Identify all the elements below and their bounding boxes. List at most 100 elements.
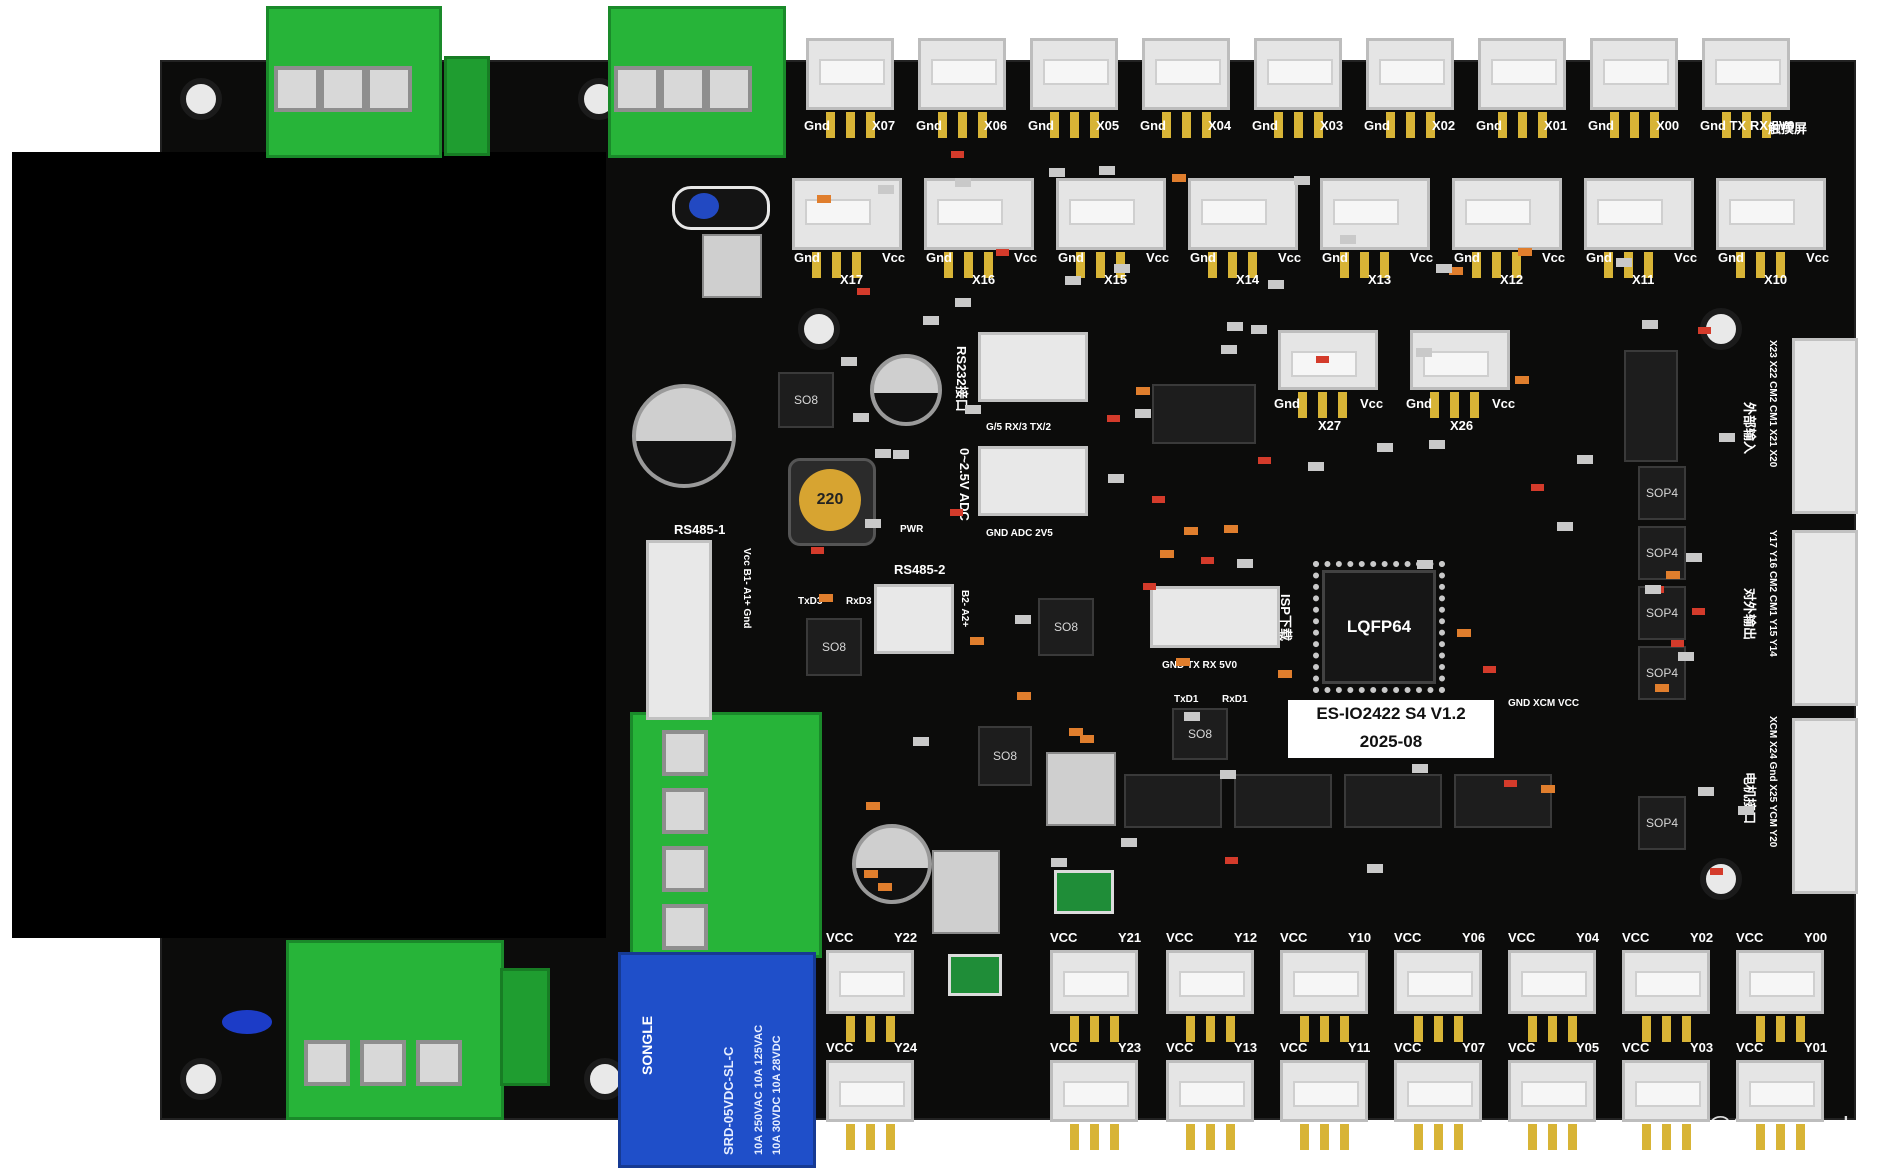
smd-component — [1135, 387, 1150, 396]
smd-component — [1121, 838, 1138, 848]
connector-name-label: X16 — [972, 272, 996, 287]
smd-component — [1316, 356, 1330, 364]
mounting-hole — [1700, 858, 1742, 900]
connector-pin — [1776, 252, 1785, 278]
xcm-label: GND XCM VCC — [1508, 698, 1580, 709]
occluded-region — [12, 152, 606, 938]
relay-model: SRD-05VDC-SL-C — [721, 1046, 736, 1155]
smd-component — [865, 518, 882, 528]
smd-component — [1267, 280, 1284, 290]
output-left-label: VCC — [1736, 930, 1764, 945]
connector-pin — [1300, 1016, 1309, 1042]
connector-left-label: Gnd — [1190, 250, 1216, 265]
smd-component — [1719, 432, 1736, 442]
connector-right-label: Vcc — [1278, 250, 1302, 265]
smd-component — [1015, 614, 1032, 624]
terminal-plug — [500, 968, 550, 1086]
smd-component — [1678, 651, 1695, 661]
connector-left-label: Gnd — [804, 118, 830, 133]
input-connector — [1716, 178, 1826, 250]
output-right-label: Y12 — [1234, 930, 1258, 945]
connector-right-label: Vcc — [1492, 396, 1516, 411]
smd-component — [1220, 345, 1237, 355]
output-left-label: VCC — [1050, 1040, 1078, 1055]
connector-pin — [1434, 1016, 1443, 1042]
smd-component — [1671, 639, 1684, 647]
connector-left-label: Gnd — [1454, 250, 1480, 265]
smd-component — [863, 869, 878, 878]
output-connector — [1622, 1060, 1710, 1122]
input-connector — [1188, 178, 1298, 250]
electrolytic-capacitor — [870, 354, 942, 426]
connector-pin — [852, 252, 861, 278]
connector-pin — [1298, 392, 1307, 418]
smd-component — [1159, 549, 1174, 558]
connector-pin — [1430, 392, 1439, 418]
connector-pin — [984, 252, 993, 278]
connector-pin — [1186, 1016, 1195, 1042]
connector-pin — [1518, 112, 1527, 138]
connector-pin — [1736, 252, 1745, 278]
connector-pin — [1568, 1124, 1577, 1150]
so8-chip: SO8 — [778, 372, 834, 428]
input-connector — [918, 38, 1006, 110]
smd-component — [1051, 857, 1068, 867]
connector-left-label: Gnd — [916, 118, 942, 133]
connector-pin — [886, 1016, 895, 1042]
output-left-label: VCC — [1736, 1040, 1764, 1055]
smd-component — [1644, 584, 1661, 594]
connector-pin — [1206, 1016, 1215, 1042]
output-left-label: VCC — [1166, 930, 1194, 945]
connector-pin — [1070, 1124, 1079, 1150]
connector-pin — [1642, 1016, 1651, 1042]
connector-right-label: X00 — [1656, 118, 1680, 133]
capacitor-blue — [222, 1010, 272, 1034]
connector-pin — [1318, 392, 1327, 418]
connector-pin — [944, 252, 953, 278]
connector-left-label: Gnd — [1588, 118, 1614, 133]
output-connector — [826, 950, 914, 1014]
smd-component — [1225, 857, 1239, 865]
connector-pin — [1110, 1124, 1119, 1150]
connector-right-label: Vcc — [1674, 250, 1698, 265]
output-connector — [1050, 950, 1138, 1014]
smd-component — [1429, 439, 1446, 449]
terminal-screw — [660, 66, 706, 112]
connector-name-label: X11 — [1632, 272, 1655, 287]
smd-component — [1518, 247, 1533, 256]
connector-pin — [1756, 252, 1765, 278]
sop4-chip: SOP4 — [1638, 526, 1686, 580]
connector-right-label: Vcc — [882, 250, 906, 265]
connector-left-label: Gnd — [1252, 118, 1278, 133]
smd-component — [951, 150, 965, 158]
connector-pin — [866, 112, 875, 138]
connector-left-label: Gnd — [794, 250, 820, 265]
output-right-label: Y23 — [1118, 1040, 1142, 1055]
connector-pin — [1208, 252, 1217, 278]
smd-component — [1226, 322, 1243, 332]
smd-component — [923, 315, 940, 325]
ext-input-pins: X23 X22 CM2 CM1 X21 X20 — [1767, 340, 1778, 468]
mounting-hole — [180, 78, 222, 120]
connector-left-label: Gnd — [926, 250, 952, 265]
output-right-label: Y05 — [1576, 1040, 1600, 1055]
txd3-label: TxD3 — [798, 596, 823, 607]
output-connector — [1050, 1060, 1138, 1122]
terminal-screw — [416, 1040, 462, 1086]
connector-name-label: X27 — [1318, 418, 1342, 433]
connector-pin — [1226, 1016, 1235, 1042]
connector-left-label: Gnd — [1406, 396, 1432, 411]
connector-pin — [1338, 392, 1347, 418]
adc-connector — [978, 446, 1088, 516]
smd-component — [1366, 863, 1383, 873]
smd-component — [1616, 257, 1633, 267]
connector-pin — [938, 112, 947, 138]
connector-pin — [1604, 252, 1613, 278]
connector-right-label: X01 — [1544, 118, 1568, 133]
output-left-label: VCC — [1622, 930, 1650, 945]
input-connector — [1410, 330, 1510, 390]
output-right-label: Y03 — [1690, 1040, 1714, 1055]
input-connector — [1142, 38, 1230, 110]
smd-component — [1339, 235, 1356, 245]
input-connector — [1584, 178, 1694, 250]
